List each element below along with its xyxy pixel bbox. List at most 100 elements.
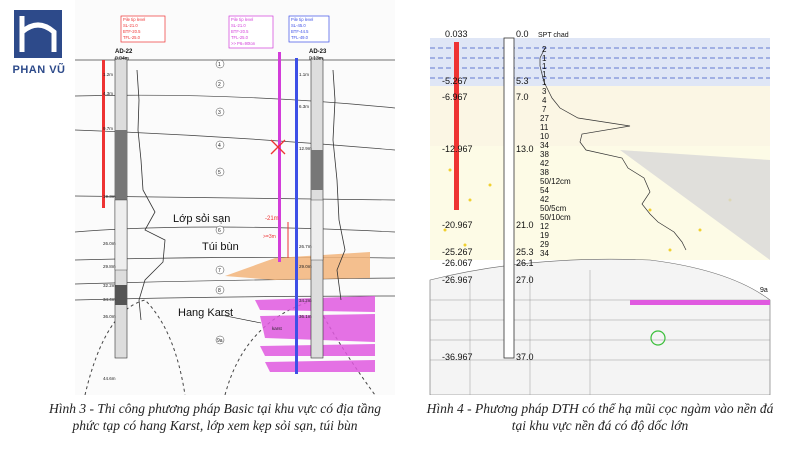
weathered-wedge: [620, 150, 770, 260]
depth-left-10: 44.6m: [103, 376, 116, 381]
pile-tip-mid-l4: TFL-25.0: [231, 35, 249, 40]
pile-tip-mid-l2: SL-21.0: [231, 23, 246, 28]
layer-3: 3: [218, 110, 221, 116]
spt-13: 38: [540, 150, 549, 159]
spt-3: 1: [542, 62, 547, 71]
spt-19: 50/5cm: [540, 204, 567, 213]
depth-1: 5.3: [516, 76, 529, 86]
pile-left-red: [102, 60, 105, 208]
depth-right-6: 34.2m: [299, 298, 312, 303]
zone-label: 9a: [760, 287, 768, 294]
spt-5: 1: [542, 78, 547, 87]
clay-band: [430, 38, 770, 86]
depth-7: 27.0: [516, 275, 534, 285]
depth-3: 13.0: [516, 144, 534, 154]
spt-7: 4: [542, 96, 547, 105]
spt-11: 10: [540, 132, 549, 141]
pile-tip-right-l2: SL-45.0: [291, 23, 306, 28]
elevation-3: -12.967: [442, 144, 473, 154]
pile-tip-left-l3: BTF-20.5: [123, 29, 141, 34]
depth-right-1: 1.1m: [299, 72, 309, 77]
pile-tip-right-l1: Pile tip level: [291, 17, 313, 22]
depth-right-3: 12.9m: [299, 146, 312, 151]
karst-pointer: [220, 314, 262, 324]
pile-tip-mid-l3: BTF-20.5: [231, 29, 249, 34]
depths: 5.3 7.0 13.0 21.0 25.3 26.1 27.0 37.0: [516, 76, 534, 362]
depth-left-4: 19.3m: [103, 194, 116, 199]
rock-bricks: [430, 270, 770, 395]
rock-boundary-left: [84, 299, 186, 395]
depth-left-8: 34.4m: [103, 297, 116, 302]
label-karst: Hang Karst: [178, 307, 233, 319]
bh-right-elev: 0.13m: [309, 56, 323, 62]
elevation-8: -36.967: [442, 352, 473, 362]
logo-name: PHAN VŨ: [12, 64, 66, 76]
spt-20: 50/10cm: [540, 213, 571, 222]
borehole-left: [114, 57, 128, 359]
elevations: -5.267 -6.967 -12.967 -20.967 -25.267 -2…: [442, 76, 473, 362]
depth-left-9: 36.0m: [103, 314, 116, 319]
spt-16: 50/12cm: [540, 177, 571, 186]
spt-17: 54: [540, 186, 549, 195]
pile-tip-right-l3: BTF-44.5: [291, 29, 309, 34]
spt-1: 2: [542, 45, 547, 54]
layer-7: 7: [218, 268, 221, 274]
pile-tip-left-l2: SL-21.0: [123, 23, 138, 28]
spt-zero: 0.0: [516, 29, 529, 39]
depth-left-7: 32.2m: [103, 283, 116, 288]
spt-curve: [539, 47, 687, 251]
depths-left: 1.2m 4.3m 9.7m 19.3m 26.0m 29.8m 32.2m 3…: [103, 72, 116, 381]
figure-3: Pile tip level SL-21.0 BTF-20.5 TFL-25.0…: [75, 0, 395, 395]
spt-14: 42: [540, 159, 549, 168]
pile-tip-left-l1: Pile tip level: [123, 17, 145, 22]
layer-1: 1: [218, 62, 221, 68]
spt-8: 7: [542, 105, 547, 114]
bh-right-name: AD-23: [309, 49, 327, 55]
note-21m: -21m: [265, 216, 279, 222]
caption-figure-4: Hình 4 - Phương pháp DTH có thể hạ mũi c…: [426, 401, 774, 433]
depth-left-3: 9.7m: [103, 126, 113, 131]
label-gravel: Lớp sỏi sạn: [173, 213, 230, 225]
depths-right: 1.1m 6.3m 12.9m 26.7m 29.0m 34.2m 36.1m: [299, 72, 312, 319]
red-pile: [454, 42, 459, 210]
logo-mark-icon: [14, 10, 62, 58]
spt-15: 38: [540, 168, 549, 177]
sand-band: [430, 86, 770, 146]
depth-2: 7.0: [516, 92, 529, 102]
spt-label: SPT chad: [538, 32, 569, 39]
pile-tip-left-l4: TFL-25.0: [123, 35, 141, 40]
layer-8: 8: [218, 288, 221, 294]
figure-4: 0.033 0.0 SPT chad -5.267 -6.967 -12.967…: [410, 0, 788, 395]
elevation-6: -26.067: [442, 258, 473, 268]
soil-boundaries: [75, 59, 395, 301]
label-mud: Túi bùn: [202, 241, 239, 253]
elevation-4: -20.967: [442, 220, 473, 230]
layer-9a: 9a: [217, 338, 223, 344]
company-logo: PHAN VŨ: [8, 10, 68, 90]
depth-left-6: 29.8m: [103, 264, 116, 269]
depth-4: 21.0: [516, 220, 534, 230]
layer-6: 6: [218, 228, 221, 234]
figure-4-drawing: 0.033 0.0 SPT chad -5.267 -6.967 -12.967…: [410, 0, 788, 395]
depth-5: 25.3: [516, 247, 534, 257]
spt-2: 1: [542, 54, 547, 63]
top-elevation: 0.033: [445, 29, 468, 39]
spt-4: 1: [542, 70, 547, 79]
spt-22: 19: [540, 231, 549, 240]
pile-tip-box-right: Pile tip level SL-45.0 BTF-44.5 TFL-49.0: [288, 15, 330, 43]
depth-left-1: 1.2m: [103, 72, 113, 77]
spt-9: 27: [540, 114, 549, 123]
karst-word: karst: [272, 326, 283, 331]
borehole-right: [310, 57, 324, 359]
caption-figure-3: Hình 3 - Thi công phương pháp Basic tại …: [48, 401, 381, 433]
layer-4: 4: [218, 143, 221, 149]
pile-tip-mid-l1: Pile tip level: [231, 17, 253, 22]
spt-21: 12: [540, 222, 549, 231]
spt-curve-right: [332, 69, 346, 301]
spt-12: 34: [540, 141, 549, 150]
depth-right-2: 6.3m: [299, 104, 309, 109]
borehole: [503, 37, 515, 359]
karst-seam: [630, 300, 770, 305]
rock-boundary-right: [224, 299, 376, 395]
pile-tip-box-left: Pile tip level SL-21.0 BTF-20.5 TFL-25.0: [120, 15, 166, 43]
